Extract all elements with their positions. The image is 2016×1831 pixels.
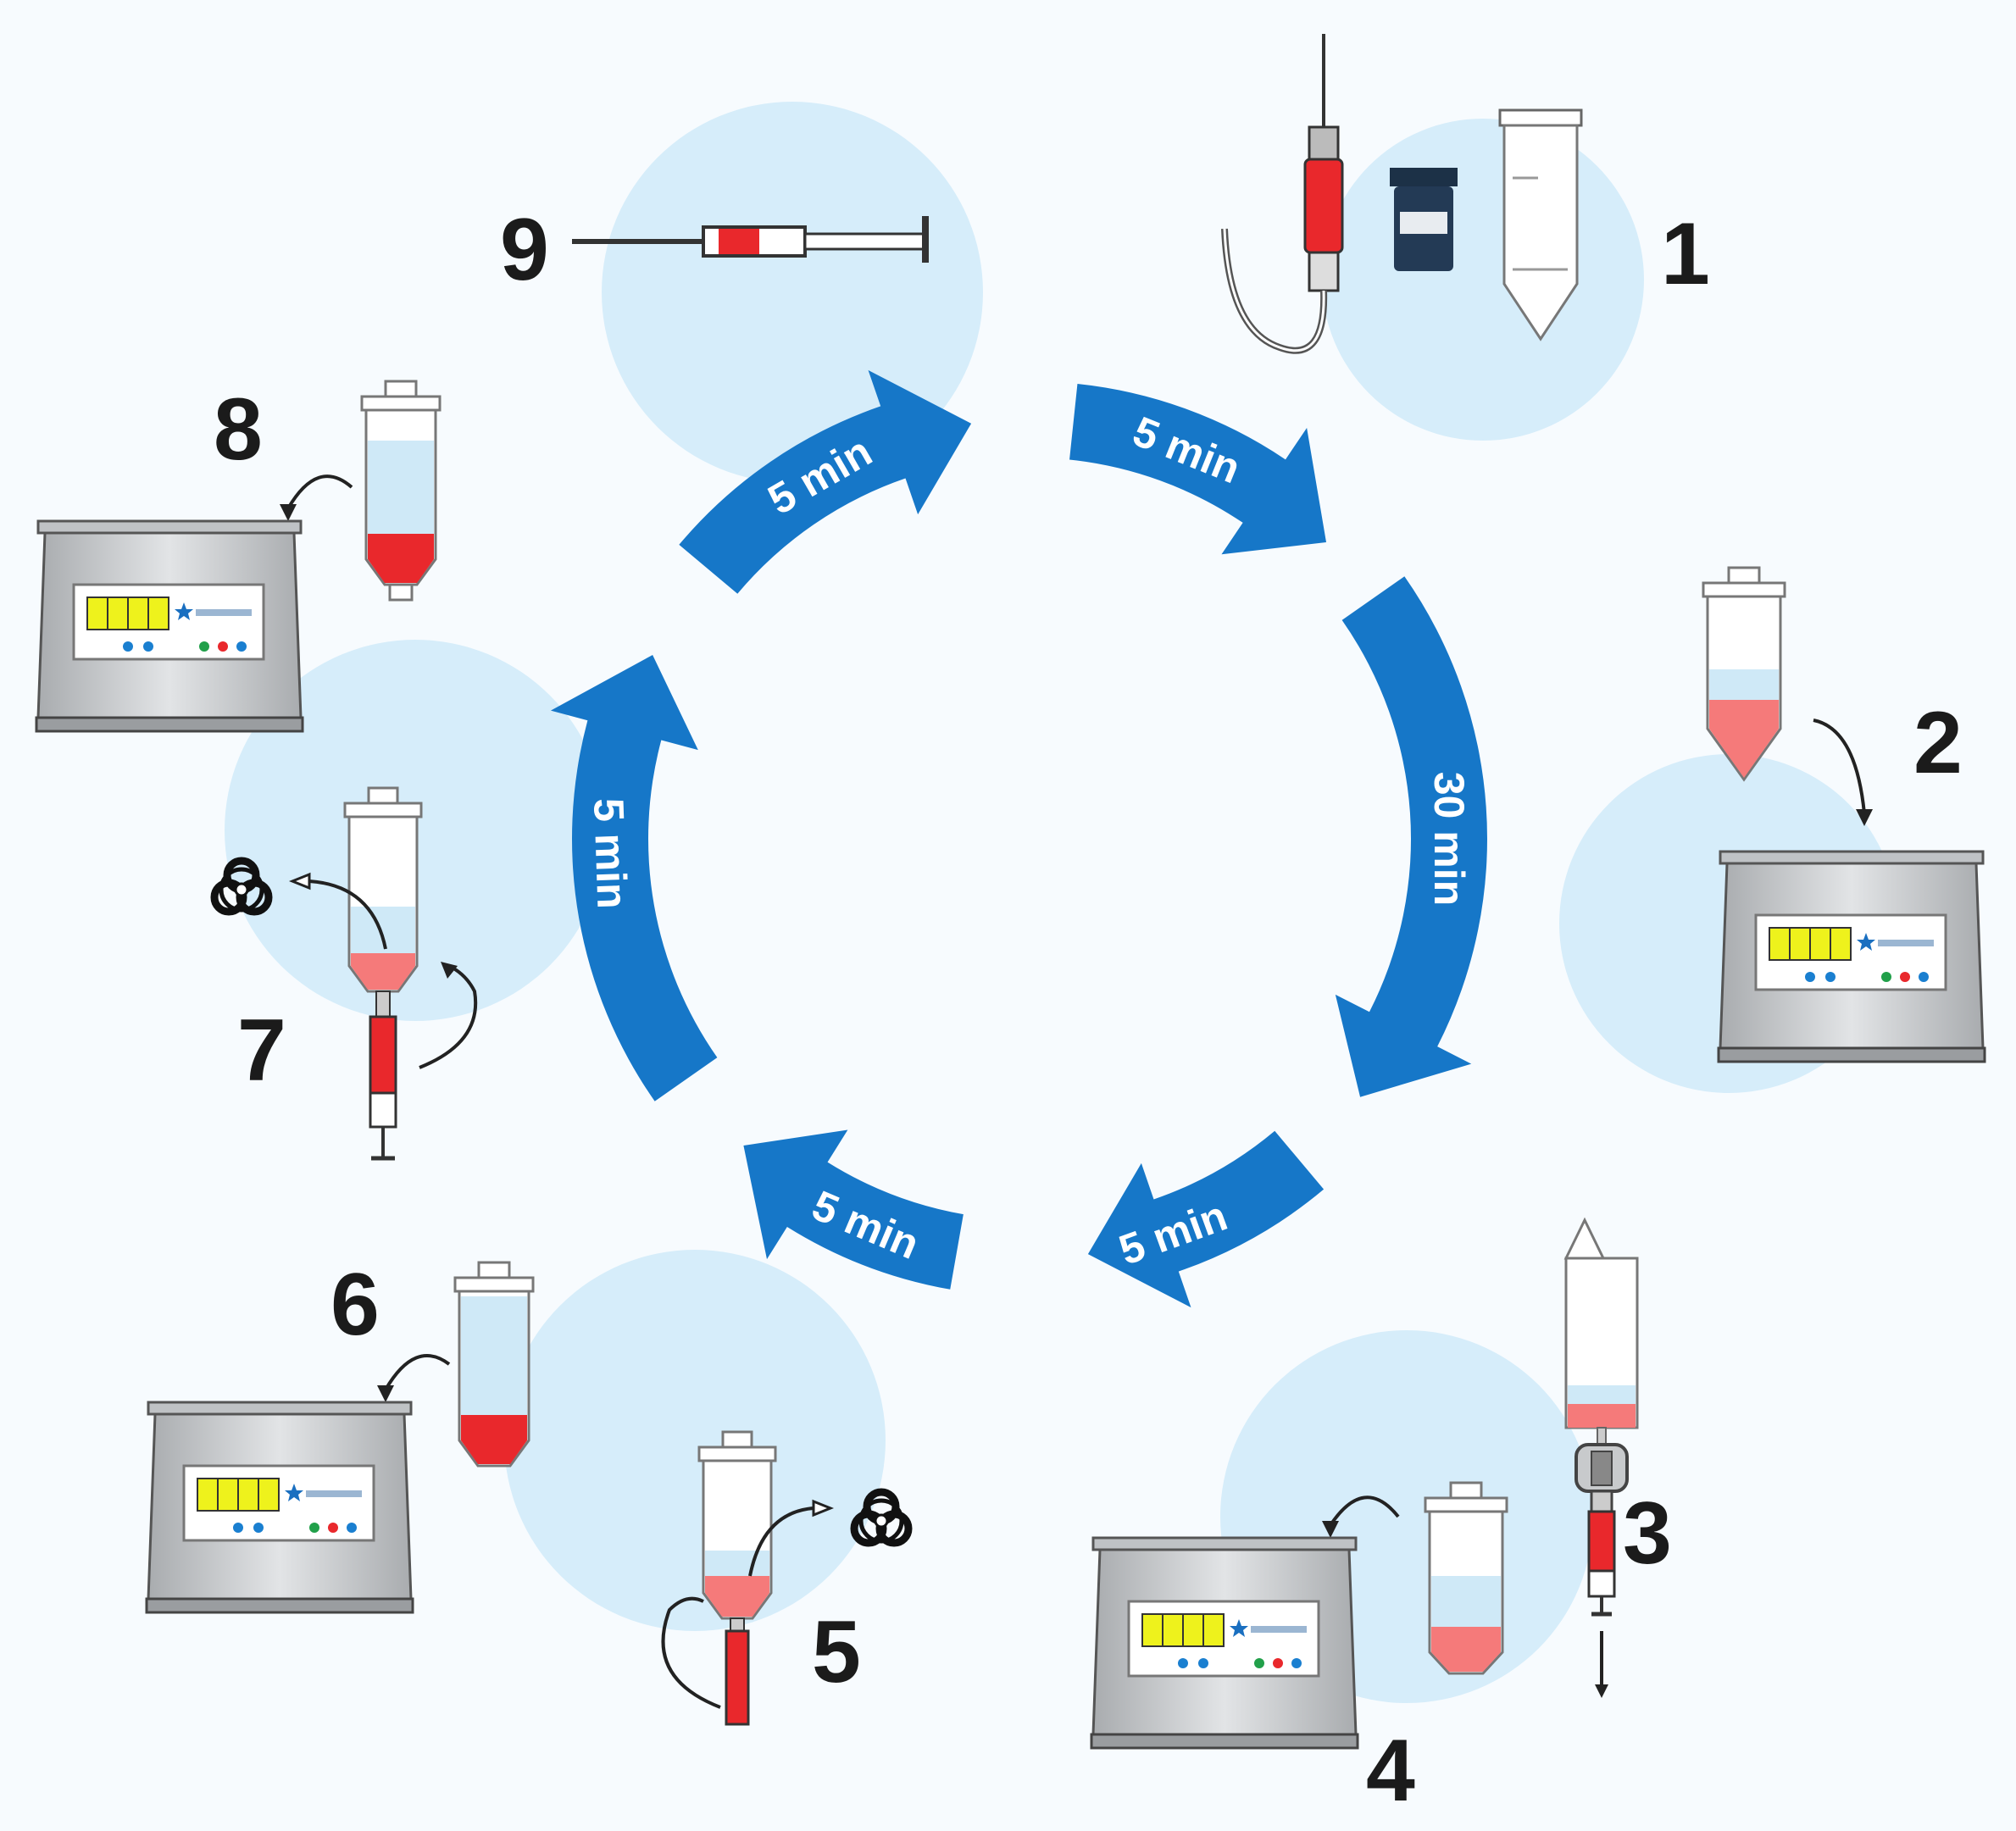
step-7-separation	[214, 786, 478, 1161]
arrow-duration-label-5: 5 min	[585, 797, 636, 909]
step-number-3: 3	[1623, 1484, 1672, 1583]
step-1-materials	[1221, 34, 1583, 354]
reagent-vial-icon	[1390, 168, 1458, 271]
processing-tube-icon	[1702, 566, 1786, 782]
step-2-centrifuge	[1702, 566, 1986, 1063]
centrifuge-device-icon	[35, 519, 304, 733]
step-number-6: 6	[330, 1256, 380, 1354]
filter-icon	[1574, 1443, 1629, 1493]
processing-tube-icon	[453, 1261, 535, 1468]
centrifuge-device-icon	[1090, 1536, 1359, 1750]
step-4-centrifuge	[1090, 1481, 1508, 1750]
step-number-9: 9	[500, 201, 549, 299]
step-number-1: 1	[1661, 205, 1710, 303]
step-6-centrifuge	[145, 1261, 535, 1614]
cycle-arrow-3	[1087, 1130, 1325, 1308]
step-number-8: 8	[214, 380, 263, 479]
blood-bag-icon	[1221, 34, 1344, 354]
cycle-arrow-5	[550, 655, 718, 1101]
step-1-bubble	[1322, 119, 1644, 441]
step-number-4: 4	[1366, 1722, 1415, 1820]
centrifuge-device-icon	[1717, 850, 1986, 1063]
step-number-7: 7	[237, 1002, 286, 1100]
step-5-6-bubble	[504, 1250, 886, 1631]
step-5-separation	[661, 1430, 909, 1726]
cycle-arrow-2	[1335, 576, 1487, 1097]
cycle-arrow-6	[679, 369, 972, 594]
cycle-arrow-1	[1069, 383, 1327, 555]
step-8-centrifuge	[35, 380, 442, 733]
step-3-filtration	[1563, 1217, 1639, 1698]
syringe-icon	[572, 216, 929, 263]
processing-tube-icon	[1424, 1481, 1508, 1675]
step-number-2: 2	[1913, 694, 1963, 792]
step-number-5: 5	[812, 1603, 861, 1701]
processing-tube-icon	[360, 380, 442, 586]
processing-tube-icon	[1498, 108, 1583, 341]
cycle-arrow-4	[743, 1129, 964, 1290]
centrifuge-device-icon	[145, 1401, 414, 1614]
arrow-duration-label-2: 30 min	[1425, 772, 1473, 906]
